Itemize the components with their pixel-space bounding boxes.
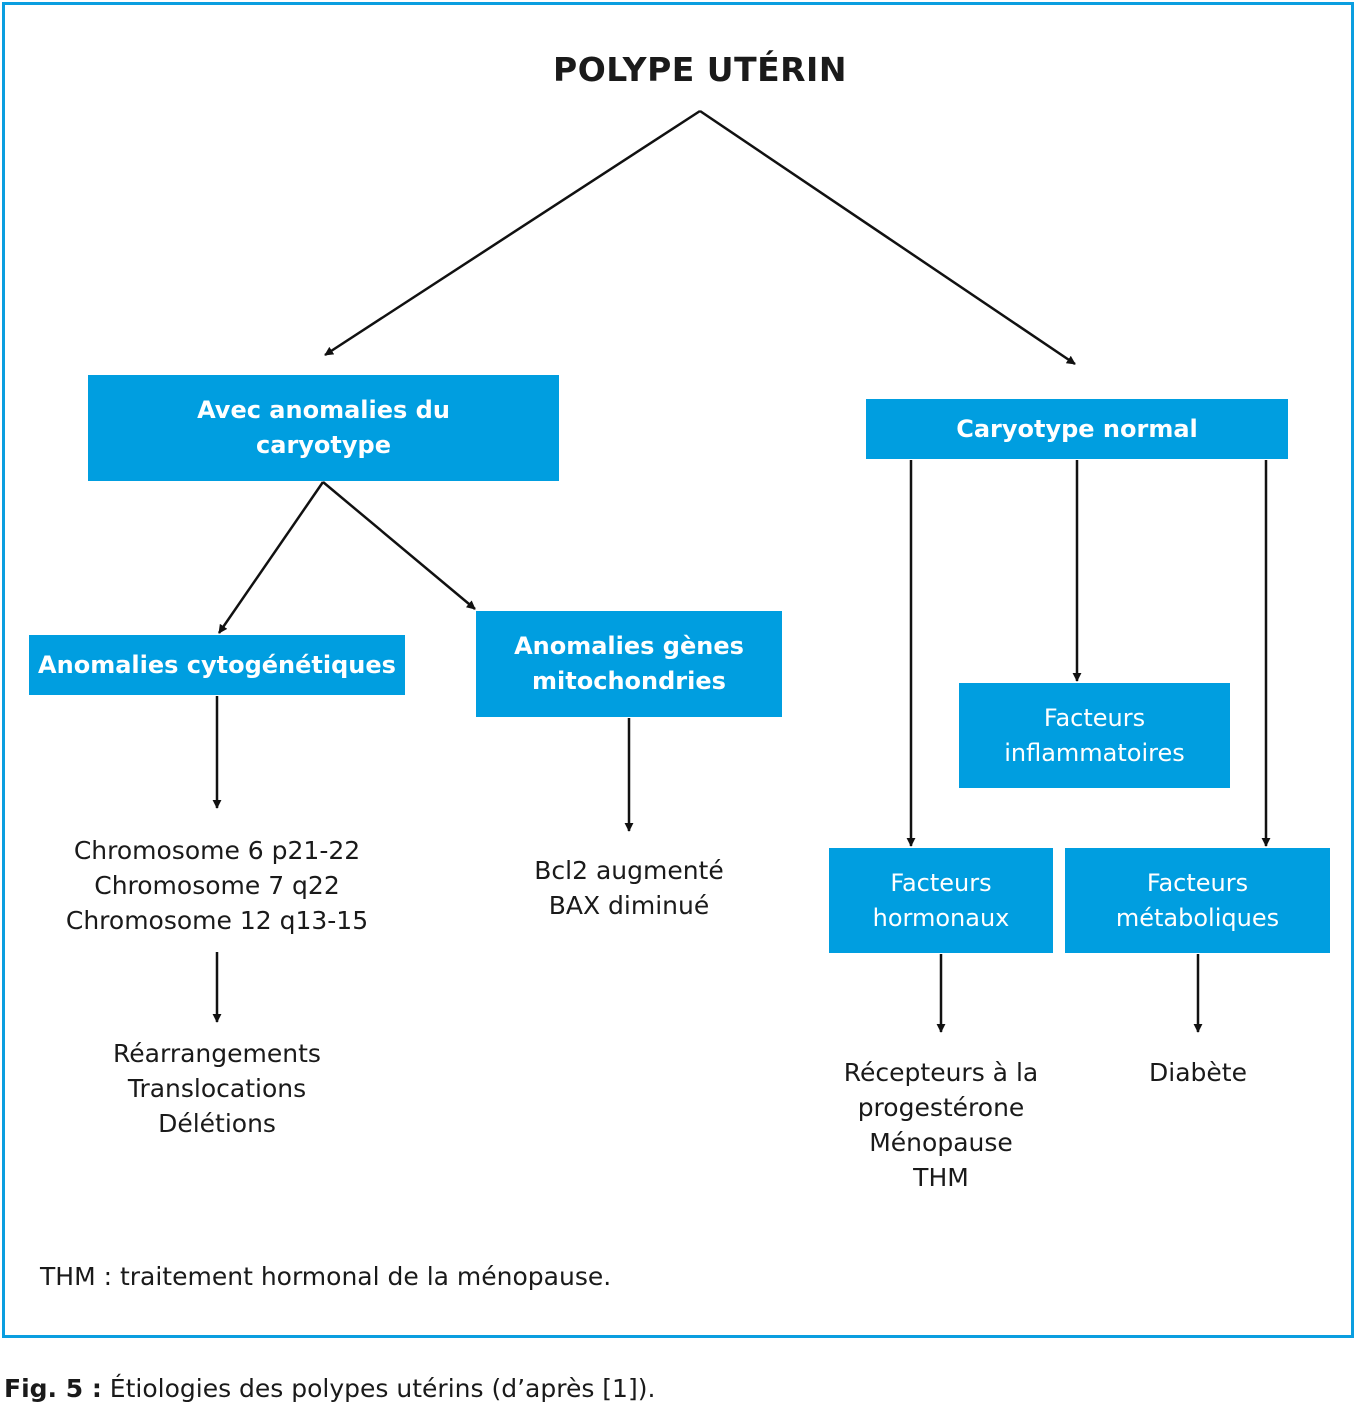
text-diabete: Diabète (1149, 1058, 1247, 1087)
text-chromosomes: Chromosome 6 p21-22 Chromosome 7 q22 Chr… (65, 836, 369, 935)
node-caryotype-normal: Caryotype normal (866, 399, 1288, 459)
figure-frame (2, 2, 1354, 1338)
text-recepteurs: Récepteurs à la progestérone Ménopause T… (843, 1058, 1039, 1192)
diagram-title: POLYPE UTÉRIN (553, 50, 847, 89)
text-rearrangements: Réarrangements Translocations Délétions (113, 1039, 321, 1138)
node-facteurs-metaboliques: Facteurs métaboliques (1065, 848, 1330, 953)
arrow-root-to-normal (699, 109, 1076, 366)
node-facteurs-hormonaux: Facteurs hormonaux (829, 848, 1053, 953)
arrow-anomalies-to-mitochondries (322, 481, 476, 610)
caption-label: Fig. 5 : (4, 1374, 102, 1403)
arrow-root-to-anomalies (324, 109, 701, 357)
footnote: THM : traitement hormonal de la ménopaus… (40, 1262, 612, 1291)
node-anomalies-cytogenetiques: Anomalies cytogénétiques (29, 635, 405, 695)
node-facteurs-inflammatoires: Facteurs inflammatoires (959, 683, 1230, 788)
text-bcl2-bax: Bcl2 augmenté BAX diminué (534, 856, 724, 920)
figure-caption: Fig. 5 : Étiologies des polypes utérins … (4, 1374, 655, 1403)
node-anomalies-mitochondries: Anomalies gènes mitochondries (476, 611, 782, 717)
node-anomalies-caryotype: Avec anomalies du caryotype (88, 375, 559, 481)
caption-text: Étiologies des polypes utérins (d’après … (109, 1374, 656, 1403)
arrow-anomalies-to-cytogenetiques (217, 481, 325, 634)
